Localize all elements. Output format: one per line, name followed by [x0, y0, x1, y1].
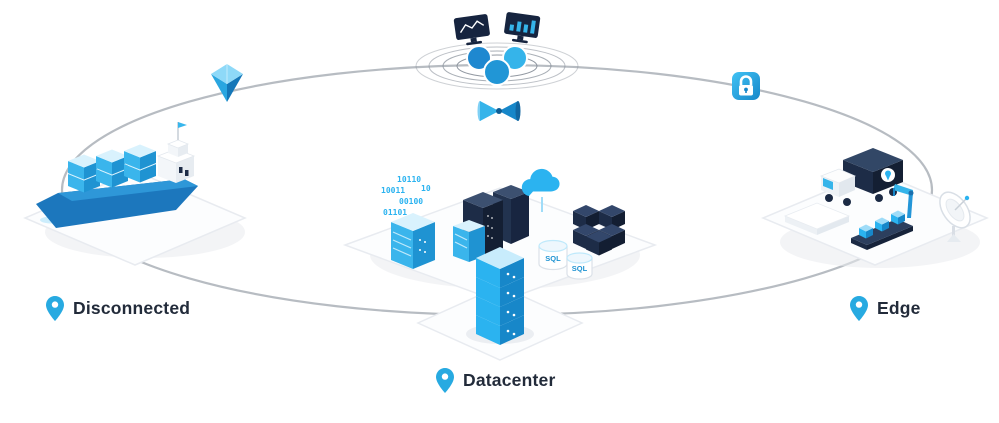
- windshield: [823, 178, 833, 190]
- gem-icon: [211, 64, 243, 102]
- svg-text:10110: 10110: [397, 175, 421, 184]
- svg-text:SQL: SQL: [545, 254, 561, 263]
- disconnected-ship-illustration: [23, 122, 247, 266]
- svg-text:SQL: SQL: [572, 264, 588, 273]
- location-pin-icon: [436, 368, 454, 393]
- svg-text:01101: 01101: [383, 208, 407, 217]
- server-tower: [476, 247, 524, 345]
- label-disconnected: Disconnected: [46, 296, 190, 321]
- funnel-icon: [477, 101, 521, 121]
- delivery-truck: [819, 148, 903, 206]
- server-racks-dark: [453, 185, 529, 262]
- person-icon: [466, 45, 492, 71]
- ship-superstructure: [156, 122, 196, 183]
- svg-text:00100: 00100: [399, 197, 423, 206]
- cargo-ship: [36, 122, 198, 228]
- location-pin-icon: [850, 296, 868, 321]
- server-tower-illustration: [416, 247, 584, 361]
- label-text: Datacenter: [463, 370, 556, 390]
- label-text: Disconnected: [73, 298, 191, 318]
- label-edge: Edge: [850, 296, 921, 321]
- sql-database-icon: SQL: [538, 239, 568, 271]
- lock-icon: [732, 72, 760, 100]
- cloud-icon: [521, 168, 560, 212]
- server-rack-light: [391, 213, 435, 269]
- satellite-dish-icon: [939, 191, 971, 242]
- person-icon: [502, 45, 528, 71]
- svg-text:10011: 10011: [381, 186, 405, 195]
- storage-cubes: [573, 205, 625, 256]
- monitor-icon: [453, 14, 490, 46]
- binary-data: 10110 10011 00100 01101 10: [381, 175, 431, 217]
- label-text: Edge: [877, 298, 921, 318]
- cloud-team-hub: [415, 12, 579, 90]
- person-icon: [483, 58, 511, 86]
- sql-database-icon: SQL: [566, 252, 593, 280]
- flag: [178, 122, 187, 128]
- label-datacenter: Datacenter: [436, 368, 555, 393]
- robot-arm-icon: [851, 184, 914, 250]
- svg-text:10: 10: [421, 184, 431, 193]
- edge-illustration: [761, 148, 989, 268]
- location-pin-icon: [46, 296, 64, 321]
- monitor-icon: [504, 12, 541, 44]
- edge-server-slab: [783, 202, 851, 235]
- containers: [68, 144, 156, 193]
